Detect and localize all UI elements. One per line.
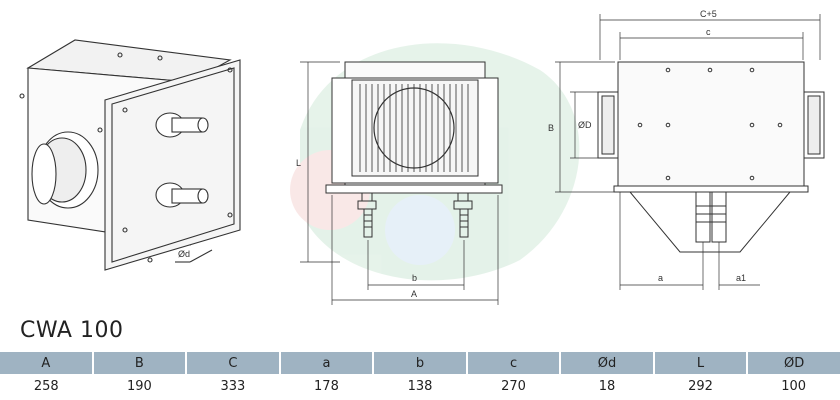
side-view xyxy=(555,14,825,290)
table-header-row: A B C a b c Ød L ØD xyxy=(0,352,840,374)
table-value-cell: 270 xyxy=(466,374,561,398)
label-diameter-D: ØD xyxy=(578,120,592,130)
label-dim-C-plus: C+5 xyxy=(700,9,717,19)
label-dim-A: A xyxy=(411,289,417,299)
front-view xyxy=(300,61,503,305)
label-diameter-d: Ød xyxy=(178,249,190,259)
label-dim-a1: a1 xyxy=(736,273,746,283)
table-header-cell: a xyxy=(279,352,375,374)
table-header-cell: c xyxy=(466,352,562,374)
table-header-cell: A xyxy=(0,352,94,374)
dimension-table: A B C a b c Ød L ØD 258 190 333 178 138 … xyxy=(0,352,840,398)
label-dim-a: a xyxy=(658,273,663,283)
table-header-cell: ØD xyxy=(747,352,840,374)
table-row: 258 190 333 178 138 270 18 292 100 xyxy=(0,374,840,398)
table-value-cell: 18 xyxy=(560,374,654,398)
table-value-cell: 190 xyxy=(92,374,187,398)
table-header-cell: C xyxy=(186,352,281,374)
table-value-cell: 258 xyxy=(0,374,93,398)
table-value-cell: 138 xyxy=(373,374,467,398)
table-value-cell: 292 xyxy=(653,374,748,398)
table-value-cell: 333 xyxy=(186,374,280,398)
table-header-cell: Ød xyxy=(560,352,655,374)
label-dim-b: b xyxy=(412,273,417,283)
isometric-view xyxy=(19,39,241,271)
label-dim-B: B xyxy=(548,123,554,133)
technical-drawing: Ød xyxy=(19,9,825,305)
table-value-cell: 178 xyxy=(279,374,374,398)
label-length-L: L xyxy=(296,158,301,168)
table-header-cell: B xyxy=(92,352,188,374)
table-header-cell: L xyxy=(653,352,749,374)
label-dim-c: c xyxy=(706,27,711,37)
table-header-cell: b xyxy=(373,352,468,374)
table-value-cell: 100 xyxy=(747,374,840,398)
model-title: CWA 100 xyxy=(20,318,124,343)
